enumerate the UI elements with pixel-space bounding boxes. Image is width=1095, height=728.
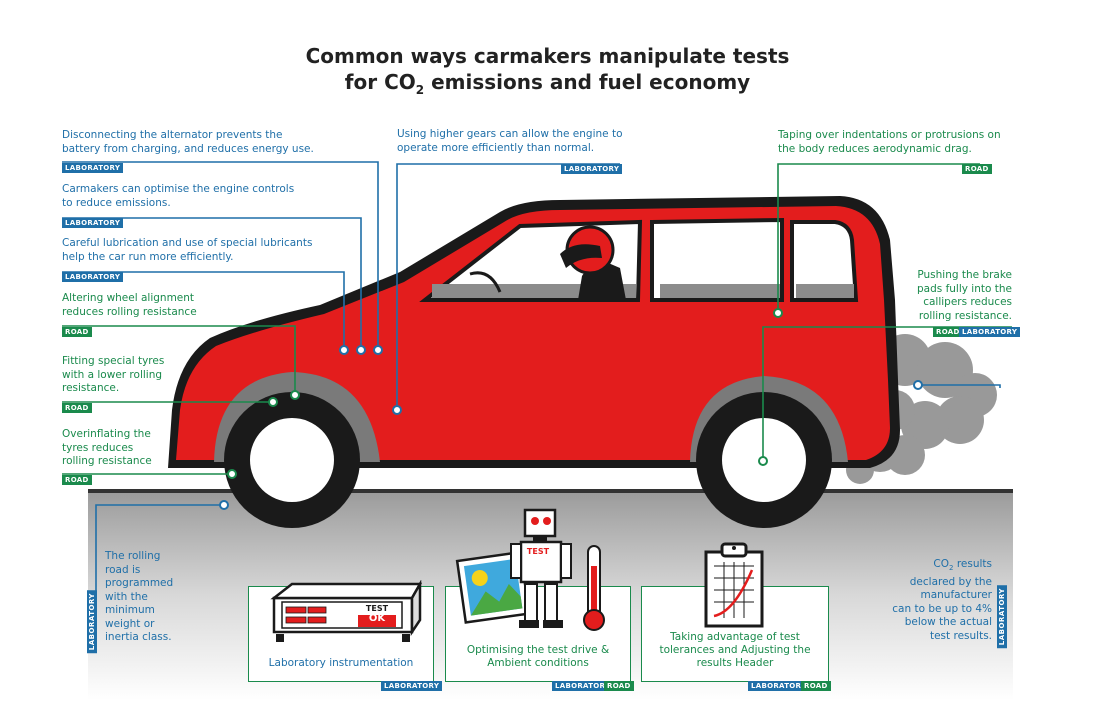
box-caption-instrumentation: Laboratory instrumentation [268,657,414,669]
box-caption-test-drive: Optimising the test drive & Ambient cond… [466,644,610,669]
note-alternator: Disconnecting the alternator prevents th… [62,129,314,155]
note-lubrication: Careful lubrication and use of special l… [62,237,313,263]
tag-laboratory: LABORATORY [381,681,443,691]
note-engine-controls: Carmakers can optimise the engine contro… [62,183,295,209]
tag-laboratory: LABORATORY [62,272,124,282]
tag-laboratory: LABORATORY [561,164,623,174]
tag-road: ROAD [62,403,92,413]
tag-laboratory-vertical: LABORATORY [997,585,1007,649]
title-line-1: Common ways carmakers manipulate tests [305,44,790,68]
leader-points [219,308,923,510]
rear-wheel [224,392,360,528]
tag-road: ROAD [62,475,92,485]
title-line-2: for CO2 emissions and fuel economy [344,70,751,97]
tag-road: ROAD [962,164,992,174]
lab-leader-lines [62,161,1001,640]
thermometer-icon [583,545,605,631]
note-wheel-alignment: Altering wheel alignment reduces rolling… [62,292,197,318]
tag-laboratory: LABORATORY [62,163,124,173]
tag-laboratory: LABORATORY [62,218,124,228]
note-brake-pads: Pushing the brake pads fully into the ca… [917,269,1012,322]
note-taping: Taping over indentations or protrusions … [778,129,1001,155]
front-window [790,220,859,302]
driver-helmet [469,225,626,300]
device-ok-label: OK [368,613,386,624]
tag-laboratory: LABORATORY [959,327,1021,337]
tag-laboratory: LABORATORY [552,681,614,691]
road-leader-lines [62,163,1012,475]
note-higher-gears: Using higher gears can allow the engine … [397,128,623,154]
robot-icon [510,508,572,628]
note-special-tyres: Fitting special tyres with a lower rolli… [62,355,165,394]
robot-chest-label: TEST [526,547,550,556]
device-test-label: TEST [365,604,389,613]
tag-laboratory: LABORATORY [748,681,810,691]
note-co2-results: CO2 results declared by the manufacturer… [892,558,992,642]
tag-road: ROAD [801,681,831,691]
clipboard-chart-icon [704,542,764,628]
tag-road: ROAD [933,327,963,337]
tag-road: ROAD [604,681,634,691]
middle-window [650,217,784,302]
robot-scene-icon [455,508,605,631]
ground-line [88,489,1013,493]
box-caption-tolerances: Taking advantage of test tolerances and … [659,631,811,669]
test-device-icon [270,580,422,642]
tag-road: ROAD [62,327,92,337]
tag-laboratory-vertical: LABORATORY [87,590,97,654]
note-overinflating: Overinflating the tyres reduces rolling … [62,428,152,467]
note-rolling-road: The rolling road is programmed with the … [105,550,174,643]
